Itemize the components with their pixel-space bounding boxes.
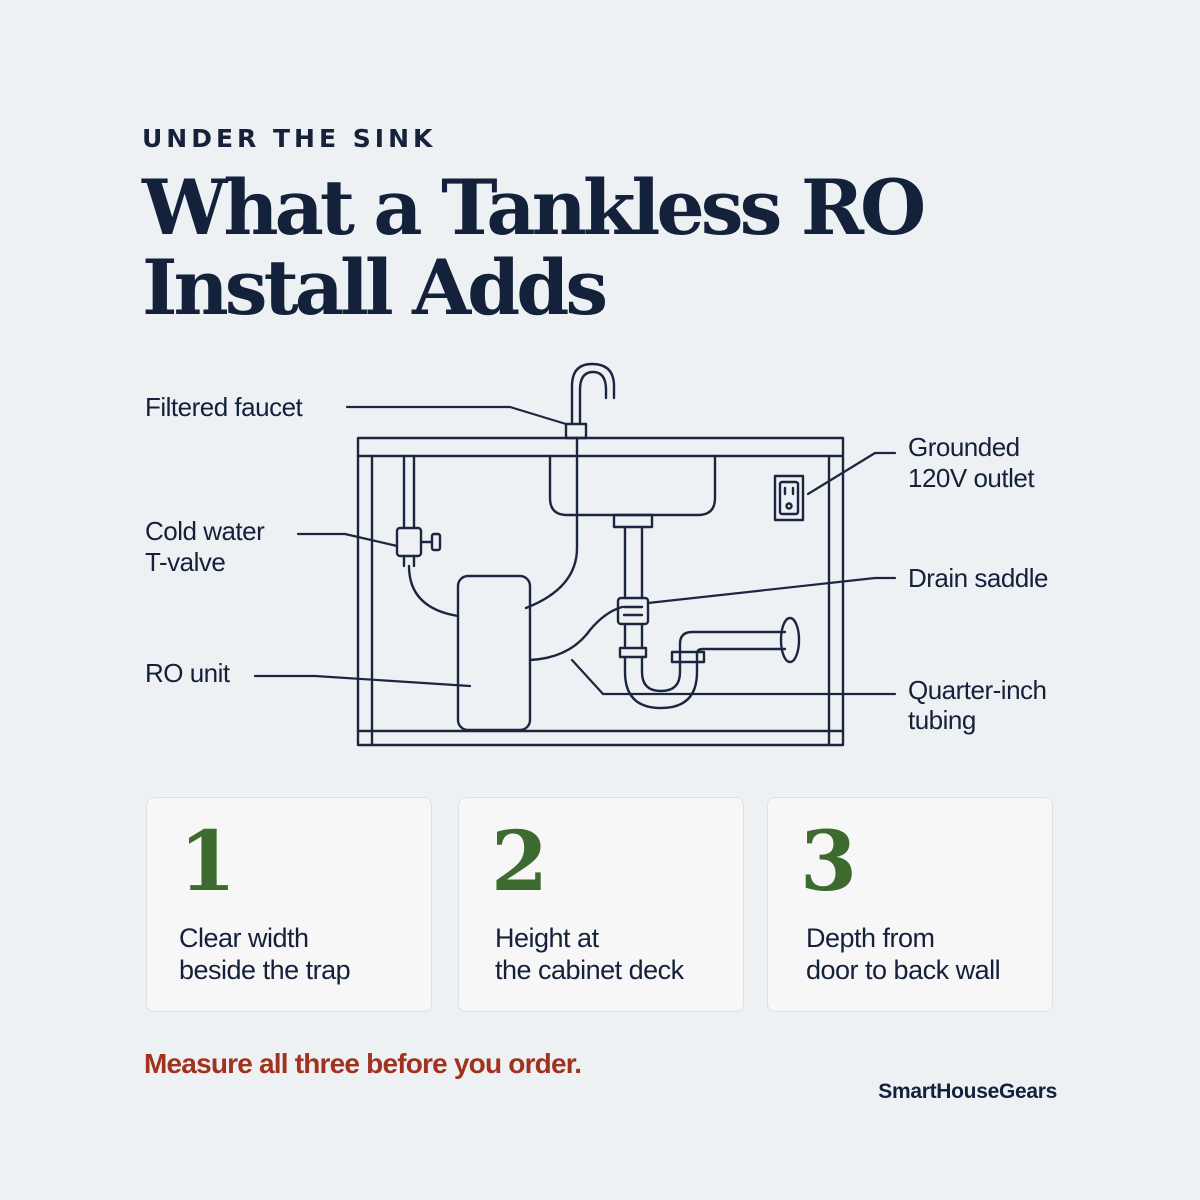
outlet-icon [773, 474, 805, 522]
step-number: 3 [800, 814, 858, 910]
callout-filtered-faucet: Filtered faucet [145, 392, 304, 422]
tubing [407, 436, 624, 662]
brand-logo: SmartHouseGears [878, 1080, 1057, 1103]
callout-cold-water-line-2: T-valve [145, 547, 225, 577]
step-text: Clear width beside the trap [179, 923, 351, 985]
callout-ro-unit: RO unit [145, 658, 231, 688]
page-title: What a Tankless RO Install Adds [142, 168, 1042, 328]
drain-pipe [612, 513, 801, 710]
callout-tubing-line-2: tubing [908, 705, 976, 735]
t-valve-icon [395, 454, 442, 568]
page-title-line-1: What a Tankless RO [142, 163, 926, 252]
step-card-2: 2 Height at the cabinet deck [458, 797, 744, 1012]
step-number: 1 [179, 814, 237, 910]
faucet-icon [564, 362, 616, 440]
ro-unit-icon [456, 574, 532, 732]
footer-note: Measure all three before you order. [144, 1048, 582, 1079]
step-card-1: 1 Clear width beside the trap [146, 797, 432, 1012]
callout-cold-water-line-1: Cold water [145, 516, 265, 546]
page-title-line-2: Install Adds [142, 243, 608, 332]
eyebrow-label: UNDER THE SINK [142, 124, 437, 153]
leader-lines [253, 405, 897, 696]
step-text: Depth from door to back wall [806, 923, 1001, 985]
callout-tubing-line-1: Quarter-inch [908, 675, 1047, 705]
callout-drain-saddle: Drain saddle [908, 563, 1048, 593]
step-text: Height at the cabinet deck [495, 923, 684, 985]
callout-outlet-line-2: 120V outlet [908, 463, 1035, 493]
step-number: 2 [491, 814, 549, 910]
cabinet [356, 436, 845, 747]
sink-basin [548, 454, 717, 517]
step-card-3: 3 Depth from door to back wall [767, 797, 1053, 1012]
callout-outlet-line-1: Grounded [908, 432, 1020, 462]
